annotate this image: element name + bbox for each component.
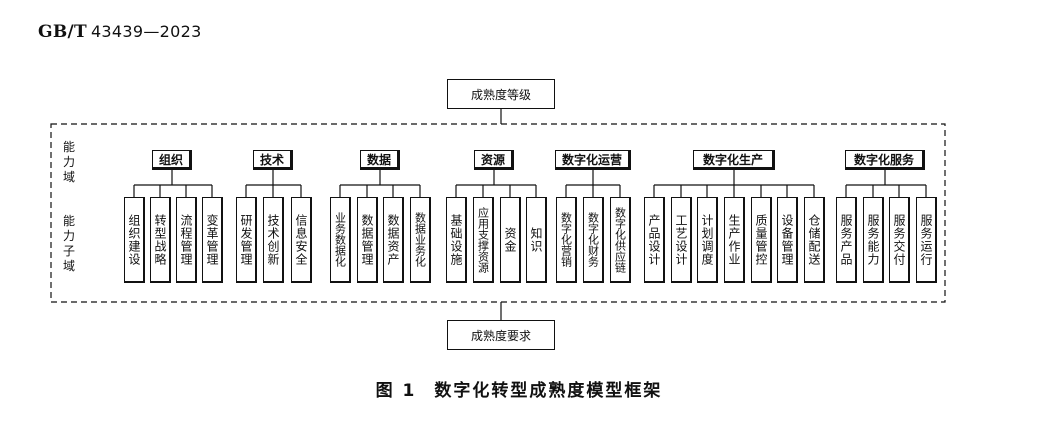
- subdomain-box: 变革管理: [201, 197, 223, 283]
- subdomain-box: 产品设计: [643, 197, 665, 283]
- domain-box-4: 资源: [474, 150, 514, 170]
- subdomain-box: 服务能力: [862, 197, 884, 283]
- subdomain-box: 质量管控: [750, 197, 772, 283]
- side-label-subdomain: 能力子域: [62, 214, 75, 273]
- subdomain-box: 流程管理: [175, 197, 197, 283]
- subdomain-box: 基础设施: [445, 197, 467, 283]
- figure-number: 图 1: [375, 381, 417, 401]
- subdomain-box: 应用支撑资源: [472, 197, 494, 283]
- subdomain-box: 信息安全: [290, 197, 312, 283]
- domain-box-7: 数字化服务: [845, 150, 925, 170]
- subdomain-box: 转型战略: [149, 197, 171, 283]
- subdomain-box: 数字化营销: [555, 197, 577, 283]
- dashed-frame: [50, 123, 946, 303]
- subdomain-box: 技术创新: [262, 197, 284, 283]
- domain-box-5: 数字化运营: [555, 150, 631, 170]
- maturity-requirement-box: 成熟度要求: [447, 320, 555, 350]
- subdomain-box: 数据业务化: [409, 197, 431, 283]
- subdomain-box: 生产作业: [723, 197, 745, 283]
- standard-prefix: GB/T: [38, 22, 87, 42]
- subdomain-box: 数据资产: [382, 197, 404, 283]
- subdomain-box: 资金: [499, 197, 521, 283]
- subdomain-box: 业务数据化: [329, 197, 351, 283]
- domain-box-2: 技术: [253, 150, 293, 170]
- subdomain-box: 服务产品: [835, 197, 857, 283]
- figure-title: 数字化转型成熟度模型框架: [434, 381, 663, 401]
- subdomain-box: 研发管理: [235, 197, 257, 283]
- domain-box-6: 数字化生产: [693, 150, 775, 170]
- side-label-domain: 能力域: [62, 140, 75, 184]
- subdomain-box: 服务运行: [915, 197, 937, 283]
- standard-number: 43439—2023: [90, 22, 202, 41]
- maturity-level-box: 成熟度等级: [447, 79, 555, 109]
- subdomain-box: 设备管理: [776, 197, 798, 283]
- subdomain-box: 计划调度: [696, 197, 718, 283]
- subdomain-box: 仓储配送: [803, 197, 825, 283]
- domain-box-3: 数据: [360, 150, 400, 170]
- subdomain-box: 数字化财务: [582, 197, 604, 283]
- subdomain-box: 工艺设计: [670, 197, 692, 283]
- subdomain-box: 知识: [525, 197, 547, 283]
- figure-caption: 图 1 数字化转型成熟度模型框架: [0, 376, 1038, 401]
- subdomain-box: 数字化供应链: [609, 197, 631, 283]
- subdomain-box: 服务交付: [888, 197, 910, 283]
- subdomain-box: 数据管理: [356, 197, 378, 283]
- subdomain-box: 组织建设: [123, 197, 145, 283]
- domain-box-1: 组织: [152, 150, 192, 170]
